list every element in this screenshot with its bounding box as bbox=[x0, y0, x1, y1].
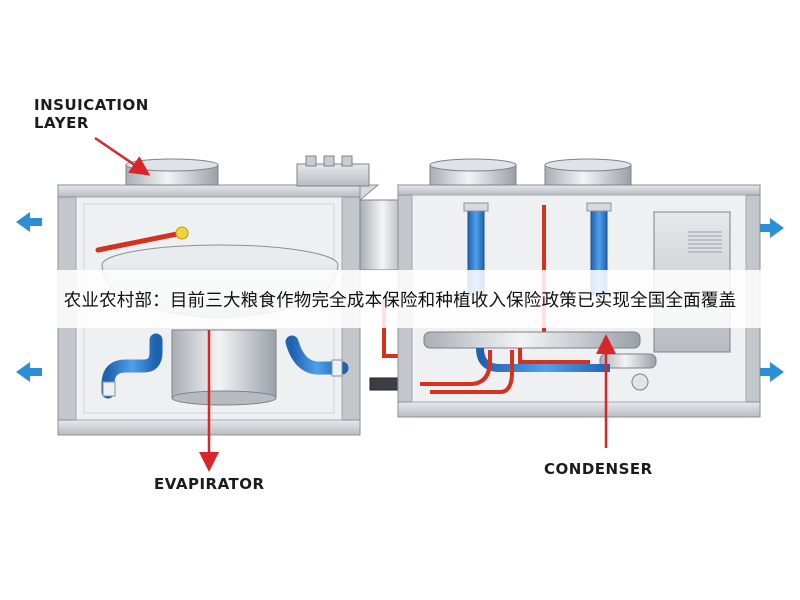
condenser-label: CONDENSER bbox=[544, 460, 653, 478]
insulation-label-line2: LAYER bbox=[34, 114, 89, 132]
insulation-layer-label: INSUICATION LAYER bbox=[34, 96, 204, 132]
duct-collar-right-1 bbox=[429, 158, 517, 186]
valve-block bbox=[296, 155, 370, 187]
insulation-label-line1: INSUICATION bbox=[34, 96, 149, 114]
duct-collar-left bbox=[125, 158, 219, 186]
evaporator-cold-pipes bbox=[101, 333, 349, 399]
airflow-arrow-left-bottom bbox=[16, 362, 42, 382]
airflow-arrow-left-top bbox=[16, 212, 42, 232]
condenser-manifold bbox=[420, 331, 657, 394]
duct-collar-right-2 bbox=[544, 158, 632, 186]
airflow-arrow-right-top bbox=[760, 218, 784, 238]
news-banner-text: 农业农村部：目前三大粮食作物完全成本保险和种植收入保险政策已实现全国全面覆盖 bbox=[63, 290, 737, 311]
evaporator-label: EVAPIRATOR bbox=[154, 475, 265, 493]
insulation-callout-arrow bbox=[94, 136, 151, 176]
airflow-arrow-right-bottom bbox=[760, 362, 784, 382]
news-banner: 农业农村部：目前三大粮食作物完全成本保险和种植收入保险政策已实现全国全面覆盖 bbox=[0, 270, 800, 328]
evaporator-hot-line bbox=[95, 226, 189, 253]
